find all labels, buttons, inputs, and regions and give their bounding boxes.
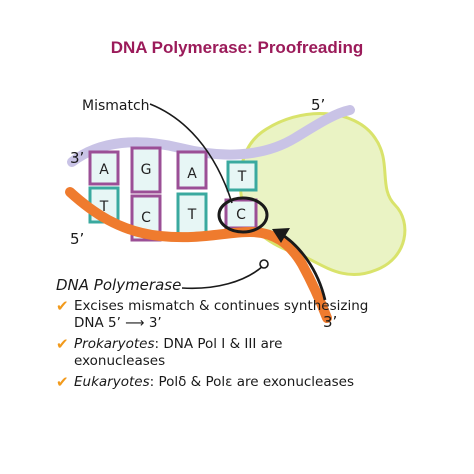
dna-polymerase-enzyme — [238, 112, 407, 276]
label-mismatch: Mismatch — [82, 98, 150, 114]
polymerase-pointer-dot — [259, 259, 269, 269]
polymerase-notes: DNA Polymerase ✔ Excises mismatch & cont… — [56, 276, 376, 395]
polymerase-pointer-line — [181, 265, 264, 290]
base-pair-4: T — [226, 160, 258, 192]
diagram-title: DNA Polymerase: Proofreading — [111, 38, 364, 57]
mismatch-highlight-circle — [217, 196, 269, 234]
check-icon: ✔ — [56, 297, 69, 315]
base-pair-2: G — [130, 146, 162, 194]
base-top-2: G — [141, 162, 152, 178]
base-pair-1: A — [88, 150, 120, 186]
base-bottom-group-3: T — [176, 192, 208, 236]
base-top-4: T — [237, 169, 247, 185]
note-bullet-2: ✔ Prokaryotes: DNA Pol I & III are exonu… — [56, 336, 376, 370]
note-bullet-1-text: Excises mismatch & continues synthesizin… — [74, 298, 369, 331]
arrow-head — [272, 228, 290, 243]
note-bullet-1: ✔ Excises mismatch & continues synthesiz… — [56, 298, 376, 332]
base-pair-3: A — [176, 150, 208, 190]
check-icon: ✔ — [56, 335, 69, 353]
mismatch-pointer-line — [149, 103, 233, 204]
note-bullet-2-text: : DNA Pol I & III are exonucleases — [74, 336, 283, 369]
base-bottom-group-4: C — [224, 198, 258, 230]
base-bottom-1: T — [99, 199, 109, 215]
base-bottom-4: C — [236, 207, 246, 223]
base-top-1: A — [99, 162, 109, 178]
base-bottom-3: T — [187, 207, 197, 223]
label-top-left-3prime: 3’ — [70, 149, 84, 167]
note-bullet-3: ✔ Eukaryotes: Polδ & Polε are exonucleas… — [56, 374, 376, 391]
note-bullet-3-text: : Polδ & Polε are exonucleases — [149, 374, 355, 390]
note-bullet-2-emphasis: Prokaryotes — [74, 336, 155, 352]
check-icon: ✔ — [56, 373, 69, 391]
label-top-right-5prime: 5’ — [311, 96, 325, 114]
note-bullet-3-emphasis: Eukaryotes — [74, 374, 150, 390]
top-strand-backbone — [67, 105, 355, 167]
base-top-3: A — [187, 166, 197, 182]
label-bottom-right-3prime: 3’ — [323, 313, 337, 331]
label-bottom-left-5prime: 5’ — [70, 230, 84, 248]
base-bottom-2: C — [141, 210, 151, 226]
notes-heading: DNA Polymerase — [56, 276, 182, 294]
